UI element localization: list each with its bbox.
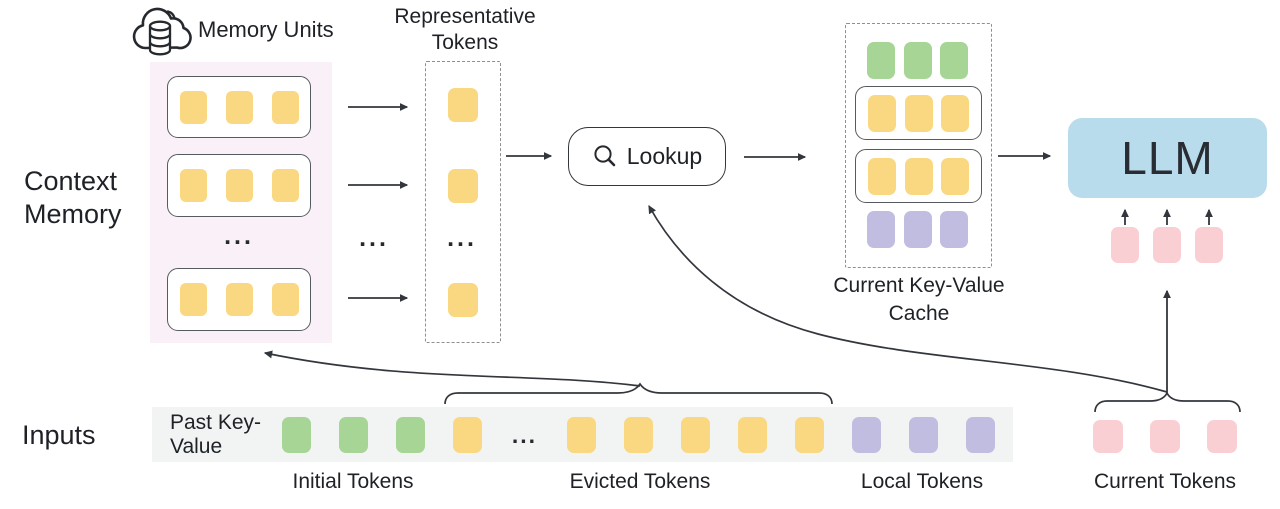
token <box>940 42 968 79</box>
token <box>448 283 478 317</box>
cache-memory-unit-2 <box>855 149 982 203</box>
current-kv-cache-box <box>845 23 992 268</box>
past-key-value-label: Past Key-Value <box>170 411 262 458</box>
token <box>567 417 596 453</box>
token <box>852 417 881 453</box>
memory-unit-1 <box>167 76 311 138</box>
token <box>396 417 425 453</box>
cache-local-row <box>867 211 968 248</box>
lookup-label: Lookup <box>626 143 703 169</box>
representative-tokens-box: ... <box>425 61 501 343</box>
token <box>867 42 895 79</box>
token <box>272 283 299 316</box>
cache-yellow-row-1 <box>868 94 969 132</box>
llm-input-token-row <box>1111 227 1223 263</box>
token <box>180 90 207 124</box>
cache-memory-unit-1 <box>855 86 982 140</box>
token <box>681 417 710 453</box>
llm-box: LLM <box>1068 118 1267 198</box>
token <box>1153 227 1181 263</box>
token <box>226 169 253 202</box>
input-token-sequence: ... <box>282 417 995 453</box>
token <box>448 88 478 122</box>
evicted-tokens-caption: Evicted Tokens <box>569 470 711 493</box>
memory-unit-2 <box>167 154 311 217</box>
search-icon <box>594 144 616 166</box>
initial-tokens-caption: Initial Tokens <box>292 470 414 493</box>
llm-label: LLM <box>1121 132 1214 184</box>
token <box>909 417 938 453</box>
token <box>272 90 299 124</box>
local-tokens-group <box>852 417 995 453</box>
brace-evicted-tokens <box>444 382 833 405</box>
token <box>795 417 824 453</box>
token <box>272 169 299 202</box>
local-tokens-caption: Local Tokens <box>860 470 984 493</box>
token <box>1195 227 1223 263</box>
token <box>624 417 653 453</box>
current-tokens-caption: Current Tokens <box>1093 470 1237 493</box>
memory-units-label: Memory Units <box>198 17 334 42</box>
arrow-current-to-lookup <box>648 204 1168 393</box>
token <box>868 94 896 132</box>
token <box>282 417 311 453</box>
evicted-tokens-head <box>453 417 482 453</box>
token <box>226 90 253 124</box>
token <box>453 417 482 453</box>
arrow-evicted-to-memory <box>263 350 641 387</box>
token <box>941 157 969 195</box>
cache-yellow-row-2 <box>868 157 969 195</box>
token <box>904 94 933 132</box>
token <box>941 94 969 132</box>
flow-ellipsis: ... <box>359 224 389 252</box>
token <box>1207 420 1237 453</box>
rep-token-1 <box>448 88 478 122</box>
token <box>966 417 995 453</box>
token <box>180 283 207 316</box>
current-tokens-group <box>1093 420 1237 453</box>
strip-ellipsis: ... <box>511 421 538 448</box>
token <box>1111 227 1139 263</box>
token <box>903 42 932 79</box>
initial-tokens-group <box>282 417 425 453</box>
token <box>180 169 207 202</box>
rep-ellipsis: ... <box>447 224 477 252</box>
token <box>1093 420 1123 453</box>
token <box>738 417 767 453</box>
memory-panel-ellipsis: ... <box>224 222 254 250</box>
token <box>448 169 478 203</box>
evicted-tokens-tail <box>567 417 824 453</box>
token <box>1150 420 1180 453</box>
rep-token-3 <box>448 283 478 317</box>
token <box>904 157 933 195</box>
token <box>339 417 368 453</box>
memory-unit-3 <box>167 268 311 331</box>
inputs-label: Inputs <box>22 420 96 450</box>
cache-initial-row <box>867 42 968 79</box>
current-kv-cache-caption: Current Key-Value Cache <box>833 274 1005 325</box>
token <box>940 211 968 248</box>
token <box>226 283 253 316</box>
lookup-button: Lookup <box>568 127 726 186</box>
representative-tokens-title: Representative Tokens <box>394 5 536 55</box>
cloud-database-icon <box>132 7 192 56</box>
token <box>867 211 895 248</box>
brace-current-tokens <box>1094 391 1241 413</box>
token <box>868 157 896 195</box>
context-memory-label: Context Memory <box>24 166 122 229</box>
token <box>903 211 932 248</box>
rep-token-2 <box>448 169 478 203</box>
